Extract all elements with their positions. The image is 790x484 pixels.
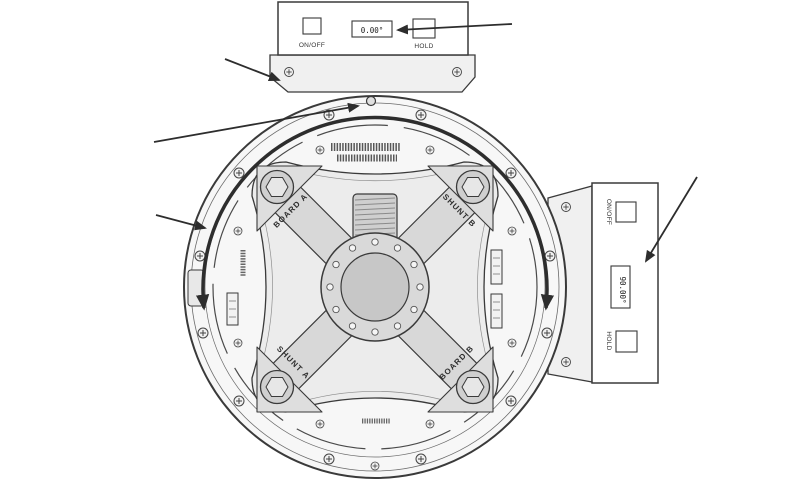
bracket-screw-icon [284,67,294,77]
rotary-fixture: BOARD A SHUNT B SHUNT A BOARD B [183,95,567,479]
hold-button-graphic [615,330,638,353]
hold-label: HOLD [605,331,612,350]
callout-arrow-bracket [224,58,281,82]
bracket-screw-icon [561,202,571,212]
center-hub [320,232,430,342]
rotation-direction-arrow [195,115,555,311]
hex-bolt-icon [455,169,491,205]
rotation-track-ring [212,124,538,450]
on-off-button-graphic [615,201,637,223]
angle-readout-value: 0.00° [361,26,384,35]
hold-label: HOLD [414,43,433,50]
callout-arrow-rim [155,214,207,231]
on-off-button-graphic [302,17,322,35]
angle-readout-box [610,265,631,309]
callout-arrow-alignment-pin [153,102,360,143]
hex-bolt-icon [455,369,491,405]
callout-arrow-side-readout [644,176,698,263]
angle-readout-box [351,20,393,38]
on-off-label: ON/OFF [299,42,325,49]
top-mount-bracket [269,54,476,93]
hex-bolt-icon [259,169,295,205]
callout-arrow-top-readout [396,23,513,35]
alignment-pin [365,95,377,107]
angle-readout-value: 90.00° [618,276,627,303]
bracket-screw-icon [452,67,462,77]
barcode-marking [331,143,401,162]
side-display-unit: ON/OFF 90.00° HOLD [591,182,659,384]
hex-bolt-icon [259,369,295,405]
on-off-label: ON/OFF [605,199,612,225]
bracket-screw-icon [561,357,571,367]
